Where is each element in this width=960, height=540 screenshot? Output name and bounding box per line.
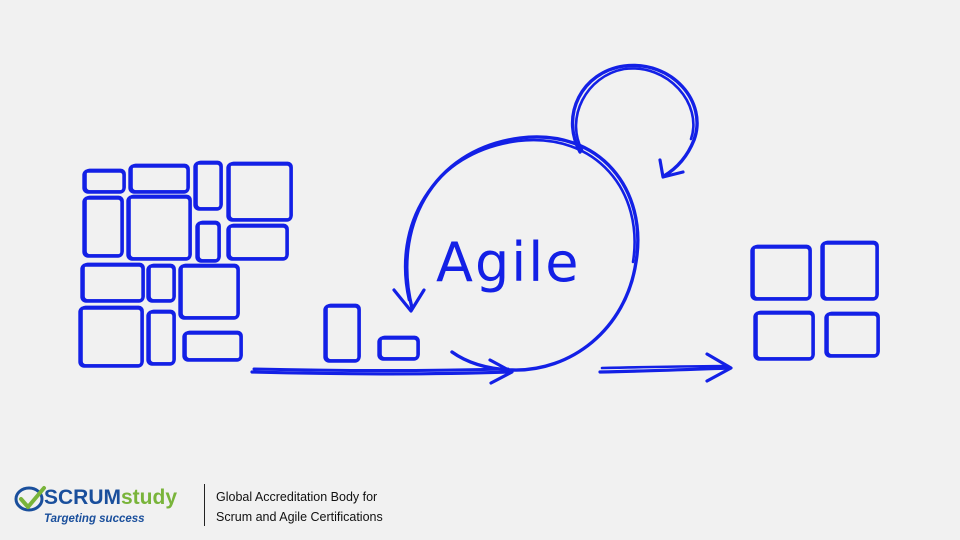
unordered-work-blocks: [78, 160, 293, 368]
cluster-block: [226, 223, 289, 261]
footer-divider: [204, 484, 205, 526]
logo-primary: SCRUM: [44, 486, 121, 509]
cluster-block: [182, 330, 243, 362]
cluster-block: [126, 194, 192, 261]
grid-block: [753, 310, 815, 361]
accreditation-text: Global Accreditation Body for Scrum and …: [216, 487, 383, 527]
cluster-block: [193, 160, 223, 211]
cluster-block: [82, 168, 126, 194]
input-arrow: [250, 358, 514, 385]
cluster-block: [146, 263, 176, 303]
cluster-block: [78, 305, 144, 368]
accreditation-line-1: Global Accreditation Body for: [216, 490, 378, 504]
cluster-block: [226, 161, 293, 222]
organized-deliverables-grid: [750, 240, 880, 361]
logo-tagline: Targeting success: [44, 513, 145, 525]
accreditation-line-2: Scrum and Agile Certifications: [216, 510, 383, 524]
scrumstudy-logo: SCRUMstudy Targeting success: [14, 486, 204, 530]
cluster-block: [146, 309, 176, 366]
incoming-block-short: [377, 335, 420, 361]
incoming-work-items: [323, 303, 420, 363]
logo-wordmark: SCRUMstudy: [44, 486, 177, 510]
incoming-block-tall: [323, 303, 361, 363]
logo-secondary: study: [121, 486, 178, 509]
cluster-block: [178, 263, 240, 320]
grid-block: [820, 240, 879, 301]
grid-block: [824, 311, 880, 358]
agile-cycle-circle: [392, 135, 640, 372]
cluster-block: [80, 262, 145, 303]
cluster-block: [128, 163, 190, 194]
output-arrow: [598, 352, 733, 383]
iteration-loop-circle: [570, 63, 699, 179]
agile-label: Agile: [436, 231, 580, 294]
cluster-block: [195, 220, 221, 263]
cluster-block: [82, 195, 124, 258]
checkmark-logo-icon: [14, 486, 46, 512]
grid-block: [750, 244, 812, 301]
